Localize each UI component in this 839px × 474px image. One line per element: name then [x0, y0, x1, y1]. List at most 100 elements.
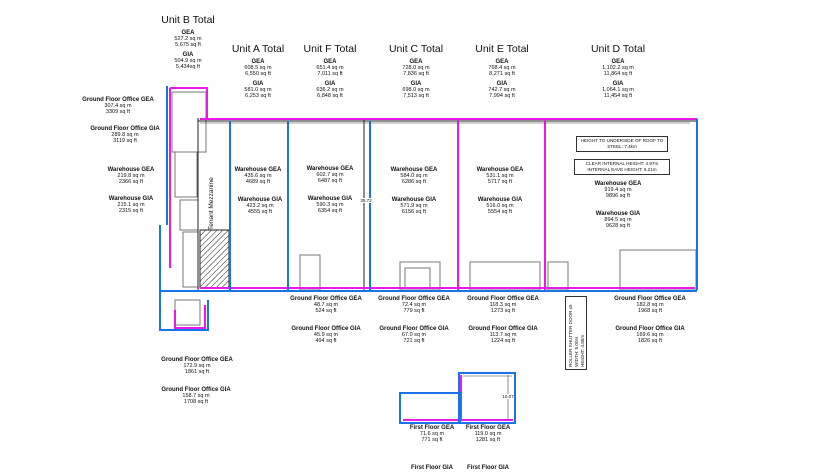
gea-sqft: 11,864 sq ft — [603, 71, 633, 77]
area-sqft: 5554 sq ft — [487, 209, 513, 215]
area-label: First Floor GEA — [409, 425, 455, 431]
gia-sqm: 581.0 sq m — [244, 87, 272, 93]
area-label: Warehouse GIA — [477, 197, 523, 203]
area-sqm: 584.0 sq m — [400, 173, 428, 179]
area-sqft: 2315 sq ft — [118, 208, 144, 214]
tenant-mezzanine-label: Tenant Mezzanine — [208, 177, 215, 230]
area-sqft: 9896 sq ft — [605, 193, 631, 199]
area-block-a-wh-gea: Warehouse GEA 435.6 sq m 4689 sq ft — [235, 167, 282, 185]
area-block-b-wh-gea: Warehouse GEA 219.8 sq m 2366 sq ft — [108, 167, 155, 185]
area-block-d-office-gea: Ground Floor Office GEA 182.8 sq m 1968 … — [614, 296, 686, 314]
gea-label: GEA — [409, 59, 423, 65]
area-block-e-office-gea: Ground Floor Office GEA 118.3 sq m 1273 … — [467, 296, 539, 314]
gia-label: GIA — [252, 81, 264, 87]
unit-title: Unit A Total — [231, 43, 285, 55]
area-sqft: 771 sq ft — [421, 437, 443, 443]
area-label: Warehouse GEA — [390, 167, 438, 173]
area-sqft: 494 sq ft — [315, 338, 337, 344]
gia-sqft: 6,253 sq ft — [245, 93, 271, 99]
area-block-a-office-gea: Ground Floor Office GEA 172.9 sq m 1861 … — [161, 357, 233, 375]
area-sqft: 1708 sq ft — [183, 399, 209, 405]
area-label: Ground Floor Office GIA — [161, 387, 231, 393]
area-sqm: 531.1 sq m — [486, 173, 514, 179]
area-sqm: 119.0 sq m — [474, 431, 502, 437]
area-sqm: 169.6 sq m — [636, 332, 664, 338]
area-sqm: 435.6 sq m — [244, 173, 272, 179]
area-label: Ground Floor Office GIA — [468, 326, 538, 332]
area-sqft: 9628 sq ft — [605, 223, 631, 229]
area-block-d-office-gia: Ground Floor Office GIA 169.6 sq m 1826 … — [615, 326, 684, 344]
gia-label: GIA — [182, 52, 194, 58]
gea-label: GEA — [611, 59, 625, 65]
area-label: First Floor GIA — [467, 465, 509, 471]
gea-sqft: 5,675 sq ft — [175, 42, 201, 48]
area-label: Warehouse GIA — [237, 197, 283, 203]
area-sqm: 48.7 sq m — [313, 302, 339, 308]
area-label: First Floor GEA — [465, 425, 511, 431]
gia-label: GIA — [324, 81, 336, 87]
gia-sqft: 11,454 sq ft — [603, 93, 633, 99]
gia-sqft: 6,848 sq ft — [317, 93, 343, 99]
gia-sqm: 636.2 sq m — [316, 87, 344, 93]
area-sqft: 6156 sq ft — [401, 209, 427, 215]
area-label: Warehouse GIA — [391, 197, 437, 203]
area-label: Ground Floor Office GEA — [82, 97, 154, 103]
unit-title: Unit C Total — [388, 43, 444, 55]
unit-title: Unit E Total — [475, 43, 529, 55]
unit-title: Unit B Total — [161, 14, 215, 26]
first-floor-gia-label-1: First Floor GIA — [402, 456, 462, 474]
mezzanine-hatch — [199, 229, 230, 289]
gea-sqft: 8,271 sq ft — [489, 71, 515, 77]
gia-sqft: 7,513 sq ft — [403, 93, 429, 99]
area-label: Ground Floor Office GIA — [615, 326, 685, 332]
area-sqft: 2366 sq ft — [118, 179, 144, 185]
gea-label: GEA — [323, 59, 337, 65]
floor-plan-drawing — [159, 86, 698, 424]
area-sqft: 6286 sq ft — [401, 179, 427, 185]
area-sqft: 3119 sq ft — [113, 138, 137, 144]
area-label: Ground Floor Office GEA — [467, 296, 539, 302]
area-block-d-wh-gea: Warehouse GEA 919.4 sq m 9896 sq ft — [595, 181, 642, 199]
first-floor-gia-label-2: First Floor GIA — [458, 456, 518, 474]
unit-f-total: Unit F Total GEA 651.4 sq m 7,011 sq ft … — [304, 43, 357, 99]
dimension-label: 35.72 — [360, 198, 372, 204]
area-sqm: 423.2 sq m — [246, 203, 274, 209]
area-block-b-office-gia: Ground Floor Office GIA 289.8 sq m 3119 … — [90, 126, 159, 144]
gea-label: GEA — [251, 59, 265, 65]
area-sqm: 158.7 sq m — [182, 393, 210, 399]
area-sqft: 1861 sq ft — [184, 369, 210, 375]
area-block-ff2-gea: First Floor GEA 119.0 sq m 1281 sq ft — [466, 425, 510, 443]
area-sqft: 524 sq ft — [315, 308, 337, 314]
area-block-b-wh-gia: Warehouse GIA 215.1 sq m 2315 sq ft — [109, 196, 153, 214]
area-sqft: 5717 sq ft — [487, 179, 513, 185]
first-floor-dimension-label: 10.07 — [502, 394, 514, 400]
area-block-d-wh-gia: Warehouse GIA 894.5 sq m 9628 sq ft — [596, 211, 640, 229]
area-sqm: 602.7 sq m — [316, 172, 344, 178]
area-sqm: 182.8 sq m — [636, 302, 664, 308]
area-block-ff1-gea: First Floor GEA 71.6 sq m 771 sq ft — [410, 425, 454, 443]
area-sqm: 894.5 sq m — [604, 217, 632, 223]
gea-sqm: 608.5 sq m — [244, 65, 272, 71]
gea-sqm: 1,102.2 sq m — [602, 65, 634, 71]
area-sqft: 1273 sq ft — [490, 308, 516, 314]
area-sqm: 516.0 sq m — [486, 203, 514, 209]
gia-label: GIA — [496, 81, 508, 87]
area-label: Warehouse GEA — [107, 167, 155, 173]
gea-sqm: 728.0 sq m — [402, 65, 430, 71]
area-sqft: 6354 sq ft — [317, 208, 343, 214]
unit-c-total: Unit C Total GEA 728.0 sq m 7,836 sq ft … — [389, 43, 443, 99]
area-block-c-wh-gea: Warehouse GEA 584.0 sq m 6286 sq ft — [391, 167, 438, 185]
area-sqft: 1826 sq ft — [637, 338, 663, 344]
area-block-f-office-gia: Ground Floor Office GIA 45.9 sq m 494 sq… — [291, 326, 360, 344]
area-sqft: 1224 sq ft — [490, 338, 516, 344]
unit-a-total: Unit A Total GEA 608.5 sq m 6,550 sq ft … — [232, 43, 284, 99]
area-block-e-office-gia: Ground Floor Office GIA 113.7 sq m 1224 … — [468, 326, 537, 344]
area-sqm: 113.7 sq m — [489, 332, 517, 338]
gia-sqm: 504.9 sq m — [174, 58, 202, 64]
area-block-f-wh-gia: Warehouse GIA 590.3 sq m 6354 sq ft — [308, 196, 352, 214]
unit-b-total: Unit B Total GEA 527.2 sq m 5,675 sq ft … — [161, 14, 215, 70]
area-block-b-office-gea: Ground Floor Office GEA 307.4 sq m 3309 … — [82, 97, 154, 115]
gia-sqm: 742.7 sq m — [488, 87, 516, 93]
area-sqm: 118.3 sq m — [489, 302, 517, 308]
area-label: Warehouse GEA — [594, 181, 642, 187]
